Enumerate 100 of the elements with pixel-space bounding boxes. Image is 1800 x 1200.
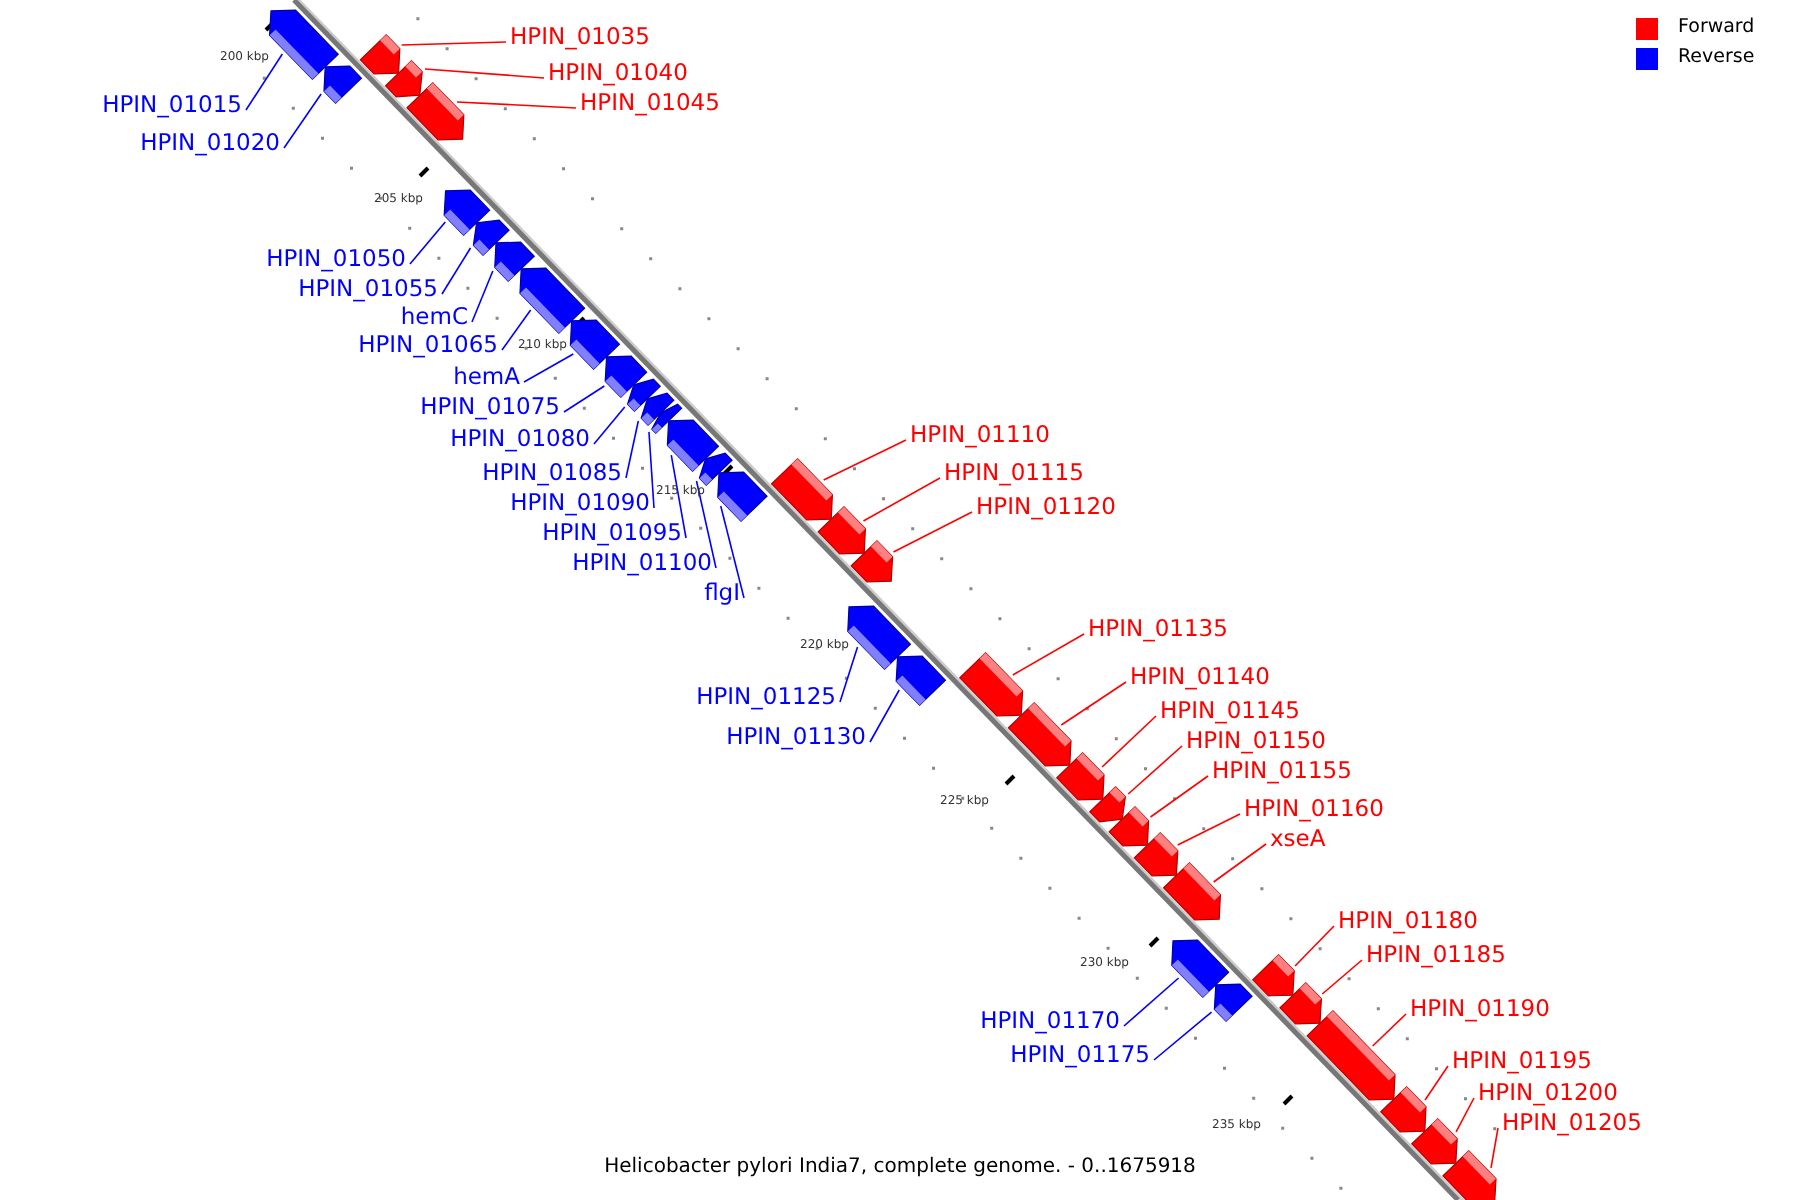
leader-line (501, 309, 532, 351)
leader-line (822, 439, 907, 481)
legend-label: Reverse (1678, 46, 1755, 70)
gene-label: HPIN_01045 (580, 88, 720, 116)
gene-block (1007, 701, 1072, 767)
gene-block (895, 655, 947, 707)
leader-line (1149, 775, 1209, 818)
gene-label: HPIN_01150 (1186, 726, 1326, 754)
gene-block (847, 605, 912, 671)
leader-line (1153, 1011, 1213, 1061)
leader-line (1212, 843, 1267, 883)
leader-line (1176, 813, 1241, 846)
leader-line (1455, 1097, 1475, 1133)
gene-block (406, 81, 465, 141)
leader-line (441, 247, 472, 295)
leader-line (1127, 745, 1183, 795)
gene-label: HPIN_01115 (944, 458, 1084, 486)
leader-line (695, 480, 717, 569)
leader-line (283, 93, 322, 149)
leader-line (1490, 1127, 1499, 1169)
gene-label: HPIN_01155 (1212, 756, 1352, 784)
gene-block (1442, 1149, 1497, 1200)
gene-block (1213, 983, 1253, 1023)
gene-label: HPIN_01065 (358, 330, 498, 358)
gene-label: HPIN_01035 (510, 22, 650, 50)
gene-label: HPIN_01040 (548, 58, 688, 86)
gene-block (1162, 861, 1221, 921)
leader-line (523, 353, 575, 383)
leader-line (593, 406, 626, 445)
gene-label: HPIN_01160 (1244, 794, 1384, 822)
leader-line (424, 68, 545, 79)
leader-line (648, 431, 655, 509)
gene-block (717, 471, 768, 523)
gene-label: HPIN_01055 (298, 274, 438, 302)
leader-line (625, 420, 640, 479)
gene-block (1306, 1009, 1396, 1101)
gene-label: HPIN_01195 (1452, 1046, 1592, 1074)
leader-line (869, 689, 901, 743)
gene-block (1108, 805, 1150, 847)
leader-line (409, 221, 447, 265)
gene-label: HPIN_01185 (1366, 940, 1506, 968)
gene-block (1279, 981, 1322, 1025)
leader-line (839, 646, 859, 703)
gene-block (1171, 939, 1230, 999)
gene-label: HPIN_01085 (482, 458, 622, 486)
leader-line (670, 454, 687, 539)
gene-label: HPIN_01125 (696, 682, 836, 710)
gene-block (269, 9, 340, 81)
gene-block (770, 457, 833, 521)
gene-label: HPIN_01170 (980, 1006, 1120, 1034)
gene-label: hemA (453, 362, 520, 390)
leader-line (456, 101, 577, 109)
leader-line (719, 505, 745, 599)
caption: Helicobacter pylori India7, complete genome. - 0..1675918 (602, 1154, 1198, 1180)
gene-label: HPIN_01200 (1478, 1078, 1618, 1106)
gene-label: HPIN_01190 (1410, 994, 1550, 1022)
leader-line (1123, 977, 1180, 1027)
leader-line (1060, 681, 1127, 726)
leader-line (892, 511, 973, 553)
gene-block (384, 59, 423, 98)
gene-block (1133, 831, 1179, 877)
leader-line (1012, 633, 1085, 676)
leader-line (563, 385, 606, 413)
leader-line (400, 41, 507, 46)
gene-label: HPIN_01100 (572, 548, 712, 576)
leader-line (245, 53, 284, 111)
gene-label: hemC (400, 302, 468, 330)
gene-label: HPIN_01090 (510, 488, 650, 516)
gene-label: HPIN_01110 (910, 420, 1050, 448)
gene-block (359, 33, 401, 75)
leader-line (1424, 1065, 1449, 1101)
gene-label: HPIN_01175 (1010, 1040, 1150, 1068)
gene-label: HPIN_01015 (102, 90, 242, 118)
gene-block (850, 539, 894, 583)
leader-line (1101, 715, 1157, 768)
leader-line (1371, 1013, 1407, 1047)
gene-block (1088, 785, 1127, 823)
legend-label: Forward (1678, 16, 1755, 40)
gene-block (1251, 953, 1295, 997)
gene-label: HPIN_01120 (976, 492, 1116, 520)
gene-block (1055, 751, 1105, 801)
gene-label: HPIN_01180 (1338, 906, 1478, 934)
gene-label: xseA (1270, 824, 1326, 852)
gene-block (1379, 1085, 1427, 1133)
leader-line (1294, 925, 1335, 967)
gene-label: HPIN_01020 (140, 128, 280, 156)
gene-label: HPIN_01130 (726, 722, 866, 750)
gene-label: HPIN_01135 (1088, 614, 1228, 642)
gene-block (519, 267, 586, 335)
gene-label: HPIN_01075 (420, 392, 560, 420)
gene-label: HPIN_01145 (1160, 696, 1300, 724)
gene-label: HPIN_01050 (266, 244, 406, 272)
gene-block (817, 505, 866, 555)
gene-block (323, 65, 363, 105)
leader-line (862, 477, 941, 522)
gene-block (1410, 1117, 1458, 1165)
gene-label: HPIN_01080 (450, 424, 590, 452)
leader-line (471, 270, 494, 323)
gene-label: flgI (704, 578, 740, 606)
gene-block (958, 651, 1024, 717)
